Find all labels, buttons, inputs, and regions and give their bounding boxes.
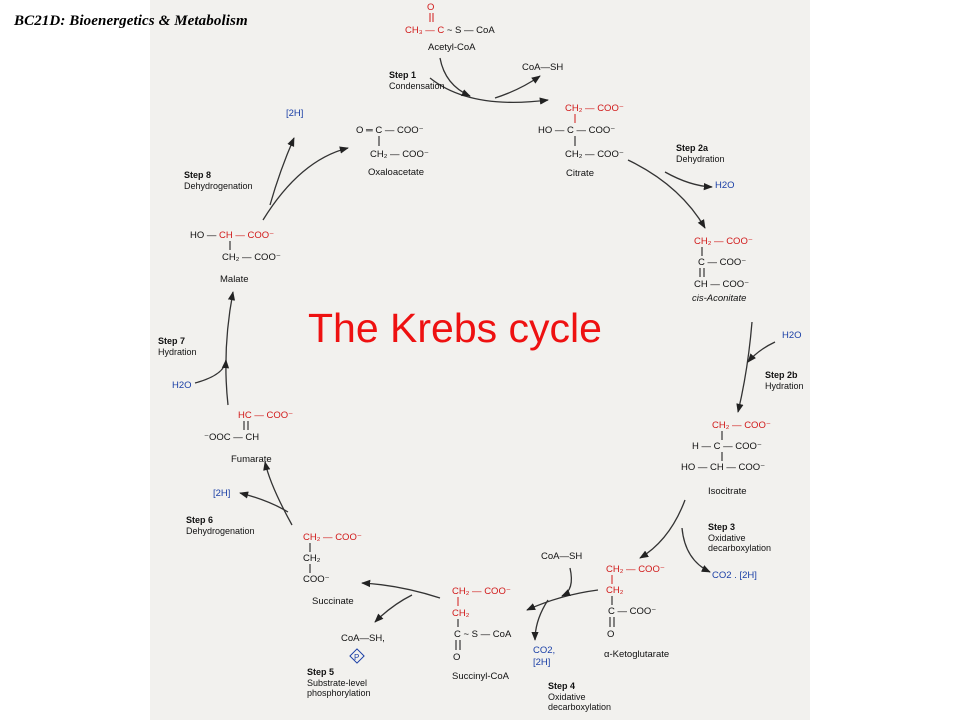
coash-out-step5: CoA—SH, xyxy=(341,633,385,644)
svg-text:CH₂: CH₂ xyxy=(452,608,470,619)
arrow-h2o-in7 xyxy=(194,359,230,384)
cis-aconitate-label: cis-Aconitate xyxy=(692,293,747,304)
arrow-step3 xyxy=(639,499,686,559)
slide-title: The Krebs cycle xyxy=(308,305,602,351)
svg-text:CH₂ — COO⁻: CH₂ — COO⁻ xyxy=(303,532,362,543)
svg-text:CH₂ — COO⁻: CH₂ — COO⁻ xyxy=(712,420,771,431)
svg-text:CH₂ — COO⁻: CH₂ — COO⁻ xyxy=(565,103,624,114)
h2o-in-step2b: H2O xyxy=(782,330,802,341)
ketoglutarate-structure: CH₂ — COO⁻ CH₂ C — COO⁻ O xyxy=(606,564,665,640)
svg-text:CH₂: CH₂ xyxy=(303,553,321,564)
arrow-coash-out xyxy=(494,75,541,99)
succinate-structure: CH₂ — COO⁻ CH₂ COO⁻ xyxy=(303,532,362,585)
arrow-step7 xyxy=(225,291,236,406)
co2-2h-out-step3: CO2 . [2H] xyxy=(712,570,757,581)
svg-text:C — COO⁻: C — COO⁻ xyxy=(608,606,656,617)
svg-text:⁻OOC — CH: ⁻OOC — CH xyxy=(204,432,259,443)
oxaloacetate-structure: O ═ C — COO⁻ CH₂ — COO⁻ xyxy=(356,125,429,160)
phosphate-icon: P xyxy=(349,648,365,664)
svg-text:O: O xyxy=(607,629,614,640)
arrow-step8 xyxy=(262,146,349,221)
svg-text:CH₂ — COO⁻: CH₂ — COO⁻ xyxy=(606,564,665,575)
2h-out-step6: [2H] xyxy=(213,488,231,499)
2h-out-step4: [2H] xyxy=(533,657,551,668)
succinyl-coa-structure: CH₂ — COO⁻ CH₂ C ~ S — CoA O xyxy=(452,586,512,663)
arrow-acetyl-in xyxy=(439,57,471,97)
arrow-h2o-out xyxy=(664,171,713,191)
svg-text:COO⁻: COO⁻ xyxy=(303,574,330,585)
oxaloacetate-label: Oxaloacetate xyxy=(368,167,424,178)
arrow-coash-out5 xyxy=(374,594,413,623)
arrow-2h-out8 xyxy=(269,137,295,206)
svg-text:CH — COO⁻: CH — COO⁻ xyxy=(694,279,749,290)
h2o-in-step7: H2O xyxy=(172,380,192,391)
svg-text:CH₂ — COO⁻: CH₂ — COO⁻ xyxy=(694,236,753,247)
fumarate-structure: HC — COO⁻ ⁻OOC — CH xyxy=(204,410,293,443)
arrow-2h-out6 xyxy=(239,491,289,513)
svg-text:HO — C — COO⁻: HO — C — COO⁻ xyxy=(538,125,615,136)
arrow-step4 xyxy=(526,589,599,611)
svg-text:CH₂ — COO⁻: CH₂ — COO⁻ xyxy=(370,149,429,160)
coash-out-step1: CoA—SH xyxy=(522,62,564,73)
succinyl-coa-label: Succinyl-CoA xyxy=(452,671,510,682)
arrow-step1 xyxy=(429,77,549,105)
svg-text:HO — CH — COO⁻: HO — CH — COO⁻ xyxy=(190,230,274,241)
citrate-structure: CH₂ — COO⁻ HO — C — COO⁻ CH₂ — COO⁻ xyxy=(538,103,624,160)
co2-out-step4: CO2, xyxy=(533,645,556,656)
textbook-page-background xyxy=(150,0,810,720)
arrow-co2-out3 xyxy=(681,527,711,573)
malate-structure: HO — CH — COO⁻ CH₂ — COO⁻ xyxy=(190,230,281,263)
acetyl-coa-structure: O CH₃ — C ~ S — CoA xyxy=(405,2,495,36)
malate-label: Malate xyxy=(220,274,249,285)
svg-text:O: O xyxy=(427,2,434,13)
isocitrate-structure: CH₂ — COO⁻ H — C — COO⁻ HO — CH — COO⁻ xyxy=(681,420,771,473)
acetyl-coa-label: Acetyl-CoA xyxy=(428,42,476,53)
svg-text:H — C — COO⁻: H — C — COO⁻ xyxy=(692,441,762,452)
2h-out-step8: [2H] xyxy=(286,108,304,119)
arrow-step6 xyxy=(263,461,293,526)
coash-in-step4: CoA—SH xyxy=(541,551,583,562)
svg-text:O: O xyxy=(453,652,460,663)
svg-text:CH₂: CH₂ xyxy=(606,585,624,596)
arrow-h2o-in xyxy=(747,341,776,363)
arrow-coash-in4 xyxy=(561,567,573,597)
svg-text:C — COO⁻: C — COO⁻ xyxy=(698,257,746,268)
ketoglutarate-label: α-Ketoglutarate xyxy=(604,649,670,660)
svg-text:CH₂ — COO⁻: CH₂ — COO⁻ xyxy=(452,586,511,597)
isocitrate-label: Isocitrate xyxy=(708,486,747,497)
svg-text:O ═ C — COO⁻: O ═ C — COO⁻ xyxy=(356,125,424,136)
arrow-step2a xyxy=(627,159,706,229)
fumarate-label: Fumarate xyxy=(231,454,272,465)
arrow-step2b xyxy=(736,321,753,413)
arrow-co2-out4 xyxy=(531,599,549,641)
svg-text:HO — CH — COO⁻: HO — CH — COO⁻ xyxy=(681,462,765,473)
svg-text:HC — COO⁻: HC — COO⁻ xyxy=(238,410,293,421)
svg-text:CH₂ — COO⁻: CH₂ — COO⁻ xyxy=(222,252,281,263)
h2o-out-step2a: H2O xyxy=(715,180,735,191)
svg-text:C ~ S — CoA: C ~ S — CoA xyxy=(454,629,512,640)
succinate-label: Succinate xyxy=(312,596,354,607)
course-header: BC21D: Bioenergetics & Metabolism xyxy=(14,13,248,29)
svg-text:CH₃ — C ~ S — CoA: CH₃ — C ~ S — CoA xyxy=(405,25,495,36)
citrate-label: Citrate xyxy=(566,168,594,179)
svg-text:P: P xyxy=(354,653,359,662)
svg-text:CH₂ — COO⁻: CH₂ — COO⁻ xyxy=(565,149,624,160)
arrow-step5 xyxy=(361,579,441,599)
cis-aconitate-structure: CH₂ — COO⁻ C — COO⁻ CH — COO⁻ xyxy=(694,236,753,290)
